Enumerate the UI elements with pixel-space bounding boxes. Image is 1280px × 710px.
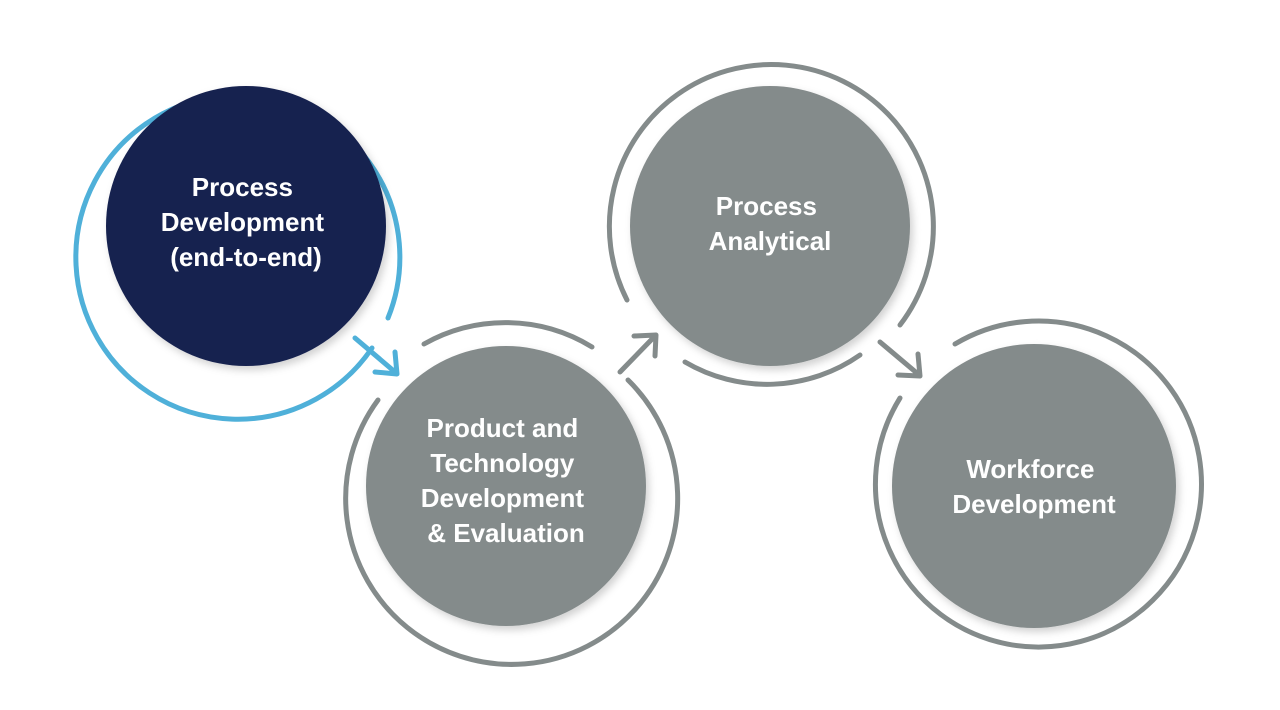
label-line: Analytical xyxy=(709,226,832,256)
label-line: Workforce xyxy=(966,454,1094,484)
arrow-2-to-3 xyxy=(617,332,659,375)
node-ring xyxy=(682,352,863,387)
node-process-analytical: Process Analytical xyxy=(606,62,936,387)
arrow-icon xyxy=(352,335,400,377)
node-label: Workforce Development xyxy=(952,454,1116,519)
node-ring xyxy=(606,62,936,328)
node-label: Product and Technology Development & Eva… xyxy=(421,413,592,548)
arrow-1-to-2 xyxy=(352,335,400,377)
node-product-technology: Product and Technology Development & Eva… xyxy=(343,320,681,667)
node-disc xyxy=(630,86,910,366)
node-label: Process Development (end-to-end) xyxy=(161,172,332,272)
arrow-icon xyxy=(617,332,659,375)
label-line: Product and xyxy=(427,413,579,443)
label-line: (end-to-end) xyxy=(170,242,322,272)
node-disc xyxy=(892,344,1176,628)
node-ring xyxy=(873,318,1204,650)
node-disc xyxy=(106,86,386,366)
label-line: Process xyxy=(716,191,817,221)
label-line: & Evaluation xyxy=(427,518,584,548)
node-ring xyxy=(343,377,681,667)
arrow-3-to-4 xyxy=(877,339,923,379)
node-process-development: Process Development (end-to-end) xyxy=(73,86,403,422)
node-disc xyxy=(366,346,646,626)
arrow-icon xyxy=(877,339,923,379)
label-line: Technology xyxy=(430,448,575,478)
label-line: Development xyxy=(952,489,1116,519)
node-label: Process Analytical xyxy=(709,191,832,256)
label-line: Development xyxy=(161,207,325,237)
label-line: Development xyxy=(421,483,585,513)
node-ring xyxy=(421,320,595,350)
label-line: Process xyxy=(192,172,293,202)
node-workforce-development: Workforce Development xyxy=(873,318,1204,650)
